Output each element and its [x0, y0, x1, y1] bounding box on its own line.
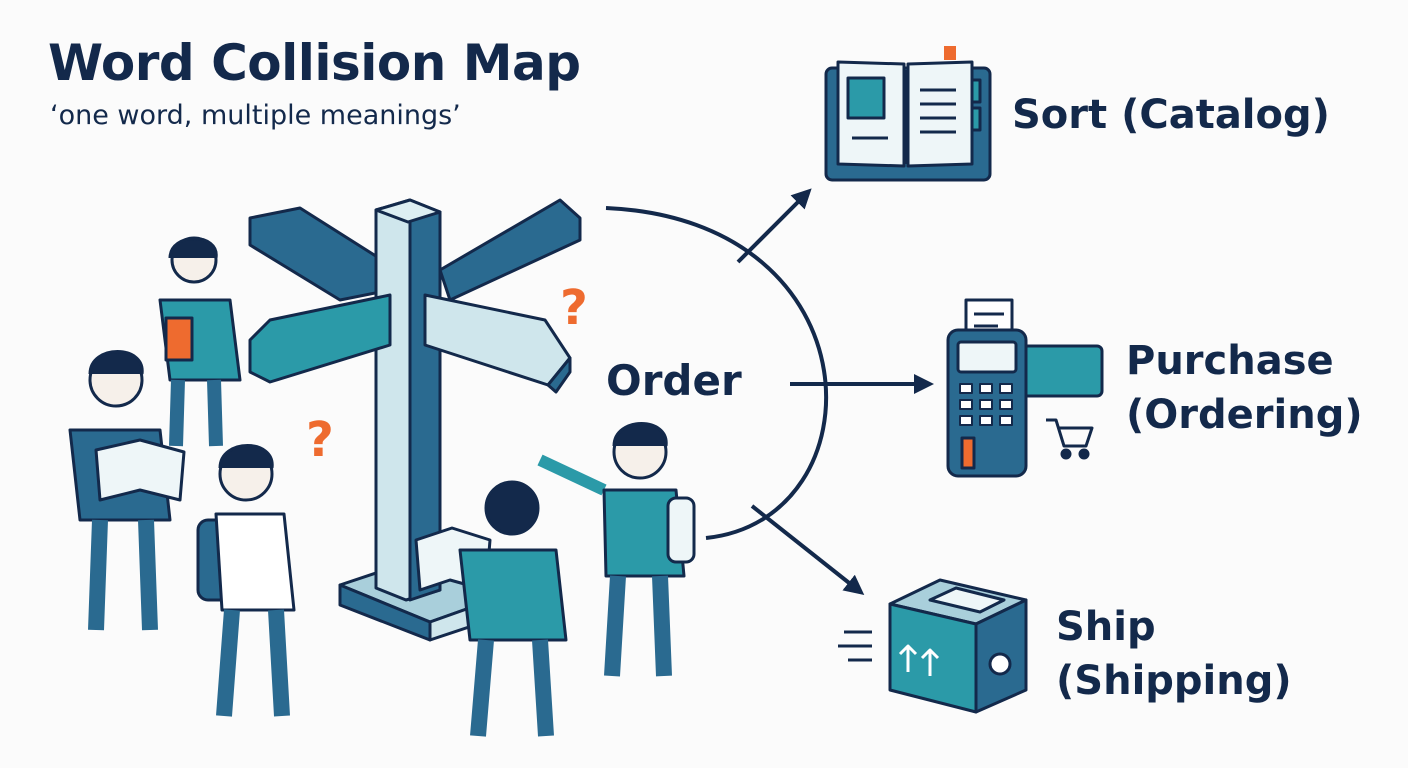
arrow-to-ship — [750, 504, 865, 595]
payment-terminal-icon — [946, 298, 1104, 478]
person-with-map — [68, 350, 186, 631]
person-back-map — [414, 480, 568, 737]
meaning-label-sort: Sort (Catalog) — [1012, 92, 1330, 138]
page-subtitle: ‘one word, multiple meanings’ — [50, 100, 461, 131]
person-backpack — [196, 444, 296, 717]
person-woman-phone — [158, 236, 242, 447]
arrow-to-sort — [736, 188, 812, 264]
person-pointing — [537, 422, 696, 677]
meaning-label-ship: Ship (Shipping) — [1056, 604, 1292, 704]
center-word: Order — [606, 356, 742, 405]
meaning-label-purchase: Purchase (Ordering) — [1126, 338, 1363, 438]
question-mark-icon: ? — [306, 412, 334, 468]
page-title: Word Collision Map — [48, 34, 581, 92]
question-mark-icon: ? — [560, 280, 588, 336]
shipping-box-icon — [838, 578, 1028, 714]
catalog-book-icon — [824, 46, 992, 182]
order-arc — [605, 206, 828, 540]
